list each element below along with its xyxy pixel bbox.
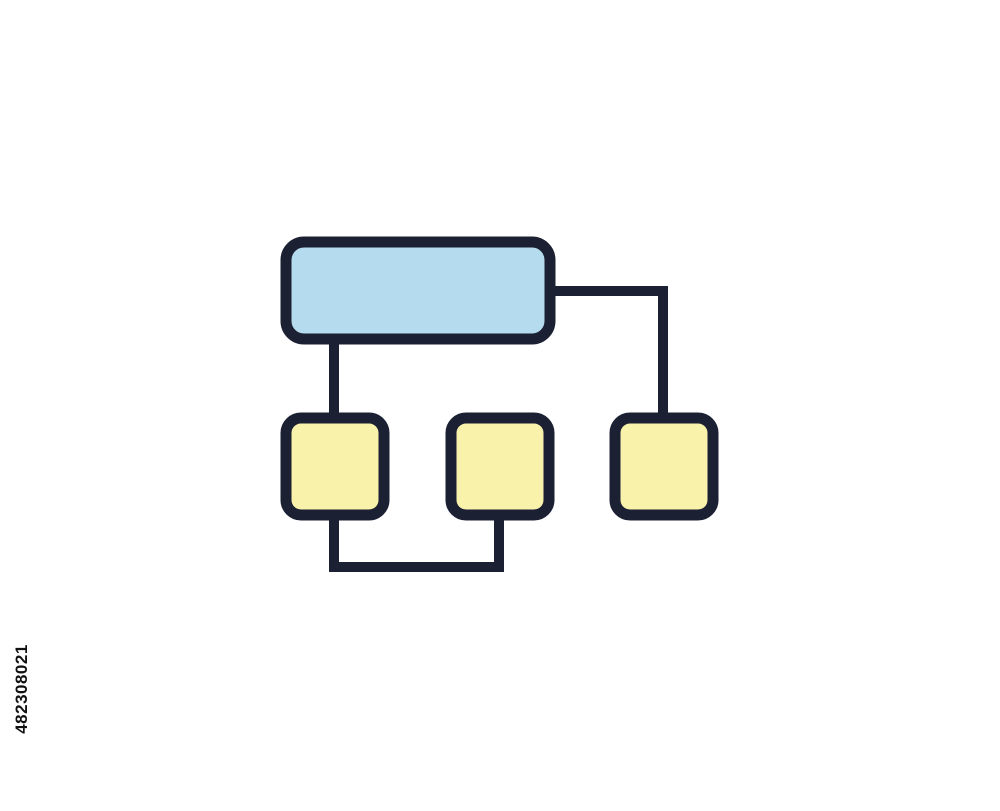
connector-top-to-right: [550, 286, 668, 418]
child-box-middle: [445, 412, 555, 521]
top-box: [280, 236, 556, 345]
connector-bottom-link: [329, 515, 504, 572]
child-box-right: [609, 412, 719, 521]
stock-id-text: 482308021: [12, 644, 31, 734]
child-box-left: [280, 412, 390, 521]
stock-id-label: 482308021: [10, 574, 34, 804]
